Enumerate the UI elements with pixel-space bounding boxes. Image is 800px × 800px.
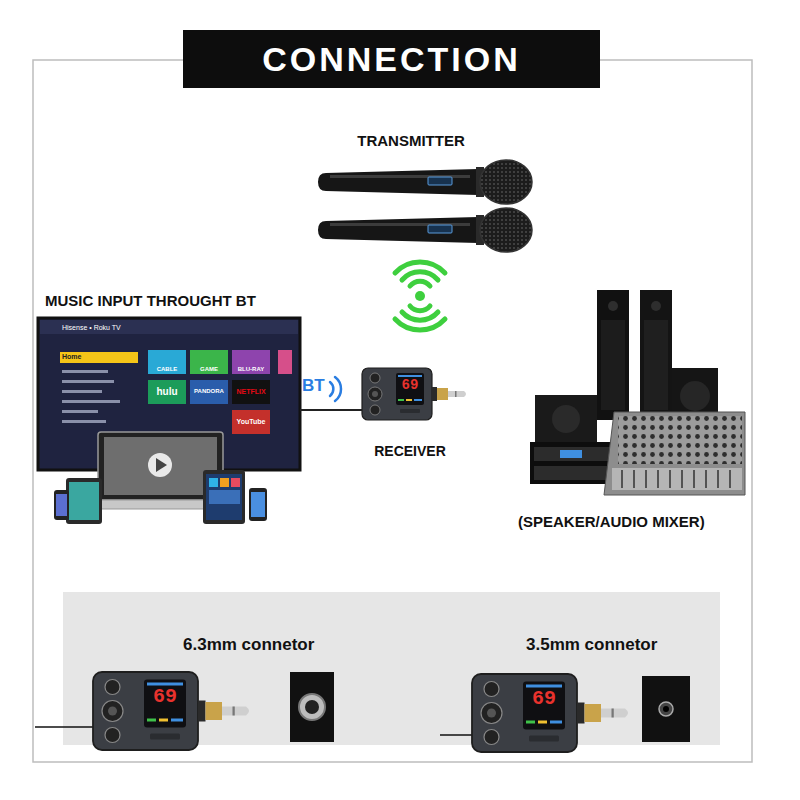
display-digits: 69 (526, 688, 562, 710)
display-digits: 69 (398, 378, 422, 393)
screen-text: hulu (148, 386, 186, 397)
node-label: TRANSMITTER (357, 132, 465, 150)
screen-text: CABLE (148, 366, 186, 373)
speaker-mixer-group: (SPEAKER/AUDIO MIXER) (512, 285, 752, 531)
transmitter-group: TRANSMITTER (300, 132, 522, 252)
screen-text: PANDORA (190, 388, 228, 395)
screen-text: Home (62, 353, 122, 361)
display-digits: 69 (147, 686, 183, 708)
node-label: 3.5mm connetor (526, 635, 657, 655)
title-bar: CONNECTION (183, 30, 600, 88)
screen-text: GAME (190, 366, 228, 373)
node-label: (SPEAKER/AUDIO MIXER) (518, 513, 705, 531)
screen-text: YouTube (232, 418, 270, 426)
edge-label: BT (302, 377, 325, 396)
connector-caption: 6.3mm connetor (183, 632, 363, 658)
node-label: MUSIC INPUT THROUGHT BT (45, 292, 256, 310)
screen-text: Hisense • Roku TV (62, 324, 182, 332)
screen-text: NETFLIX (232, 388, 270, 396)
node-label: 6.3mm connetor (183, 635, 314, 655)
node-label: RECEIVER (374, 443, 446, 460)
connector-caption: 3.5mm connetor (526, 632, 706, 658)
screen-text: BLU-RAY (232, 366, 270, 373)
cable-connector (300, 409, 362, 411)
